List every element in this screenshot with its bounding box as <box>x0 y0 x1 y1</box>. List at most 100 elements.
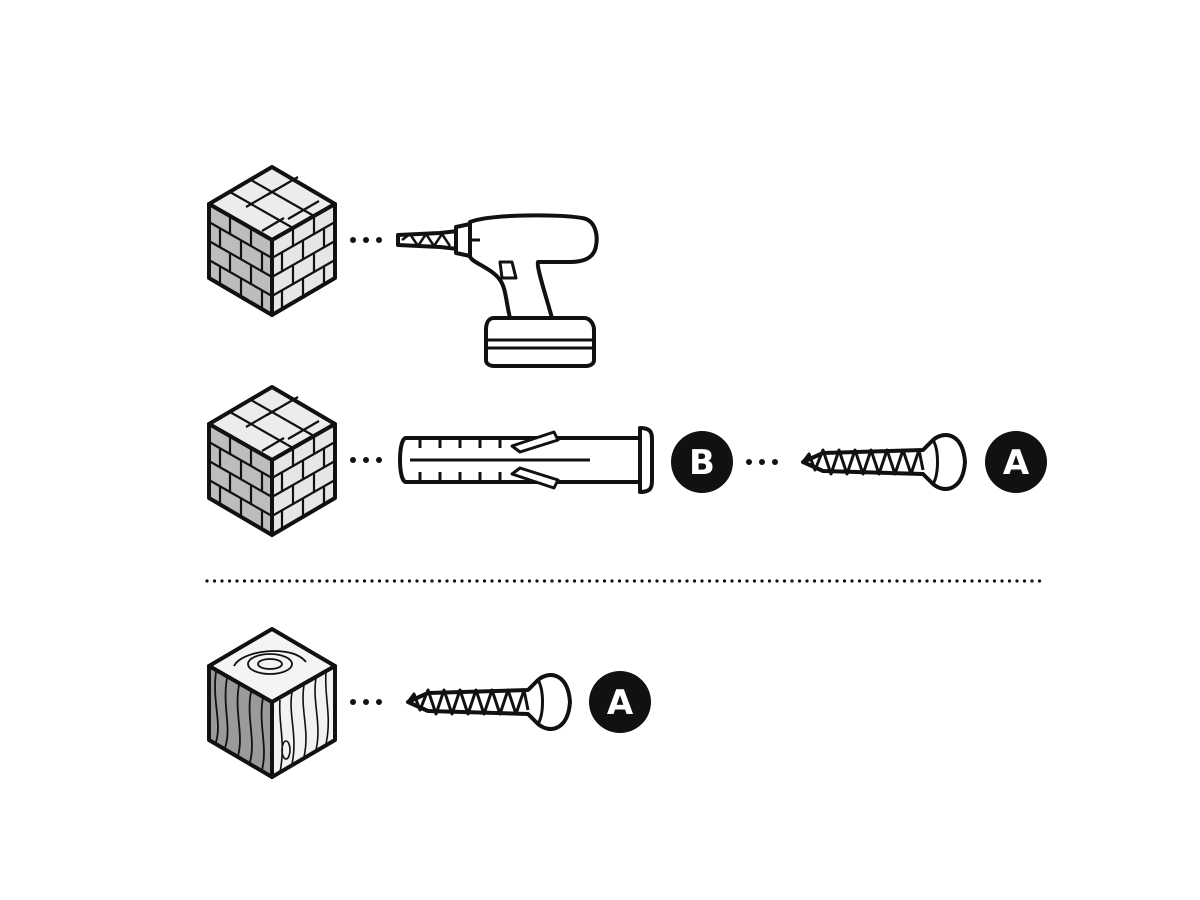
badge-a-label: A <box>1003 443 1030 483</box>
divider-dot <box>415 579 419 583</box>
divider-dot <box>827 579 832 583</box>
divider-dot <box>962 579 967 583</box>
divider-dot <box>212 579 217 583</box>
divider-dot <box>932 579 937 583</box>
divider-dot <box>572 579 577 583</box>
divider-dot <box>685 579 689 583</box>
divider-dot <box>722 579 727 583</box>
divider-dot <box>872 579 877 583</box>
divider-dot <box>242 579 247 583</box>
countersunk-screw-icon <box>406 673 572 731</box>
countersunk-screw-icon <box>801 433 967 491</box>
wood-cube-icon <box>207 627 337 779</box>
badge-a: A <box>589 671 651 733</box>
divider-dot <box>482 579 487 583</box>
divider-dot <box>692 579 697 583</box>
divider-dot <box>340 579 344 583</box>
dotted-divider <box>205 579 1042 583</box>
divider-dot <box>527 579 532 583</box>
divider-dot <box>490 579 494 583</box>
divider-dot <box>445 579 449 583</box>
divider-dot <box>302 579 307 583</box>
divider-dot <box>677 579 682 583</box>
divider-dot <box>235 579 239 583</box>
divider-dot <box>497 579 502 583</box>
divider-dot <box>1007 579 1012 583</box>
row-wood-screw: A <box>207 627 651 779</box>
divider-dot <box>512 579 517 583</box>
divider-dot <box>752 579 757 583</box>
divider-dot <box>857 579 862 583</box>
divider-dot <box>452 579 457 583</box>
divider-dot <box>715 579 719 583</box>
badge-a-label: A <box>607 683 634 723</box>
divider-dot <box>580 579 584 583</box>
masonry-brick-cube-icon <box>207 385 337 537</box>
divider-dot <box>505 579 509 583</box>
divider-dot <box>520 579 524 583</box>
connector-dots <box>746 459 778 465</box>
divider-dot <box>707 579 712 583</box>
divider-dot <box>565 579 569 583</box>
divider-dot <box>332 579 337 583</box>
connector-dots <box>350 237 382 243</box>
divider-dot <box>227 579 232 583</box>
divider-dot <box>407 579 412 583</box>
row-brick-drill <box>207 165 599 368</box>
divider-dot <box>550 579 554 583</box>
divider-dot <box>925 579 929 583</box>
divider-dot <box>595 579 599 583</box>
divider-dot <box>955 579 959 583</box>
badge-b: B <box>671 431 733 493</box>
divider-dot <box>887 579 892 583</box>
divider-dot <box>542 579 547 583</box>
divider-dot <box>385 579 389 583</box>
divider-dot <box>850 579 854 583</box>
divider-dot <box>325 579 329 583</box>
divider-dot <box>977 579 982 583</box>
divider-dot <box>812 579 817 583</box>
divider-dot <box>557 579 562 583</box>
divider-dot <box>1000 579 1004 583</box>
divider-dot <box>902 579 907 583</box>
divider-dot <box>535 579 539 583</box>
connector-dots <box>350 457 382 463</box>
divider-dot <box>617 579 622 583</box>
badge-b-label: B <box>689 443 715 483</box>
divider-dot <box>895 579 899 583</box>
divider-dot <box>767 579 772 583</box>
divider-dot <box>625 579 629 583</box>
divider-dot <box>205 579 209 583</box>
divider-dot <box>1030 579 1034 583</box>
divider-dot <box>392 579 397 583</box>
divider-dot <box>782 579 787 583</box>
divider-dot <box>280 579 284 583</box>
divider-dot <box>805 579 809 583</box>
divider-dot <box>940 579 944 583</box>
cordless-drill-icon <box>396 213 599 368</box>
divider-dot <box>775 579 779 583</box>
divider-dot <box>655 579 659 583</box>
divider-dot <box>640 579 644 583</box>
divider-dot <box>992 579 997 583</box>
divider-dot <box>1037 579 1042 583</box>
divider-dot <box>475 579 479 583</box>
divider-dot <box>460 579 464 583</box>
divider-dot <box>820 579 824 583</box>
divider-dot <box>797 579 802 583</box>
masonry-brick-cube-icon <box>207 165 337 317</box>
divider-dot <box>287 579 292 583</box>
divider-dot <box>250 579 254 583</box>
divider-dot <box>737 579 742 583</box>
divider-dot <box>295 579 299 583</box>
divider-dot <box>377 579 382 583</box>
divider-dot <box>437 579 442 583</box>
divider-dot <box>370 579 374 583</box>
divider-dot <box>467 579 472 583</box>
divider-dot <box>880 579 884 583</box>
divider-dot <box>865 579 869 583</box>
divider-dot <box>947 579 952 583</box>
divider-dot <box>985 579 989 583</box>
divider-dot <box>790 579 794 583</box>
